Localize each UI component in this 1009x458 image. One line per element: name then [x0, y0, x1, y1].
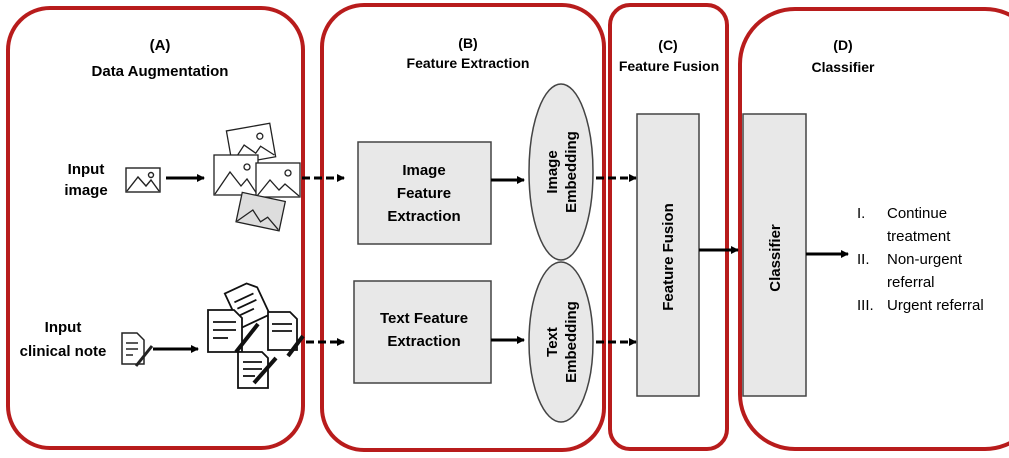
classifier-label: Classifier — [767, 224, 784, 292]
image-embedding-label-1: Image — [544, 150, 561, 193]
outputs-list: I. Continue treatment II. Non-urgent ref… — [857, 205, 984, 314]
panel-c-title: Feature Fusion — [619, 58, 719, 74]
panel-feature-fusion — [608, 3, 729, 451]
output-label-3a: Urgent referral — [887, 297, 984, 314]
image-feature-label-2: Feature — [397, 185, 451, 202]
text-embedding-ellipse — [528, 261, 594, 423]
panel-c-letter: (C) — [658, 37, 677, 53]
feature-fusion-label: Feature Fusion — [660, 203, 677, 311]
output-label-2a: Non-urgent — [887, 251, 963, 268]
output-label-2b: referral — [887, 274, 935, 291]
panel-data-augmentation — [6, 6, 305, 450]
image-embedding-ellipse — [528, 83, 594, 261]
input-image-label-2: image — [64, 182, 107, 199]
panel-classifier — [738, 7, 1009, 451]
classifier-box — [742, 113, 807, 397]
input-note-label-1: Input — [45, 319, 82, 336]
input-image-label-1: Input — [68, 161, 105, 178]
panel-feature-extraction — [320, 3, 606, 452]
input-note-icon — [121, 332, 154, 367]
text-feature-extraction-box — [353, 280, 492, 384]
image-feature-label-1: Image — [402, 162, 445, 179]
input-note-label-2: clinical note — [20, 343, 107, 360]
feature-fusion-box — [636, 113, 700, 397]
output-numeral-3: III. — [857, 297, 874, 314]
image-feature-extraction-box — [357, 141, 492, 245]
panel-d-title: Classifier — [811, 59, 875, 75]
panel-a-letter: (A) — [150, 37, 171, 54]
text-feature-label-2: Extraction — [387, 333, 460, 350]
image-embedding-label-2: Embedding — [563, 131, 580, 213]
input-image-icon — [125, 167, 161, 193]
output-numeral-2: II. — [857, 251, 870, 268]
output-label-1a: Continue — [887, 205, 947, 222]
image-feature-label-3: Extraction — [387, 208, 460, 225]
panel-d-letter: (D) — [833, 37, 852, 53]
output-numeral-1: I. — [857, 205, 865, 222]
panel-a-title: Data Augmentation — [92, 63, 229, 80]
text-feature-label-1: Text Feature — [380, 310, 468, 327]
text-embedding-label-2: Embedding — [563, 301, 580, 383]
augmented-images-icon — [213, 122, 301, 232]
panel-b-letter: (B) — [458, 35, 477, 51]
text-embedding-label-1: Text — [544, 327, 561, 357]
output-label-1b: treatment — [887, 228, 951, 245]
panel-b-title: Feature Extraction — [407, 55, 530, 71]
augmented-notes-icon — [207, 282, 305, 389]
